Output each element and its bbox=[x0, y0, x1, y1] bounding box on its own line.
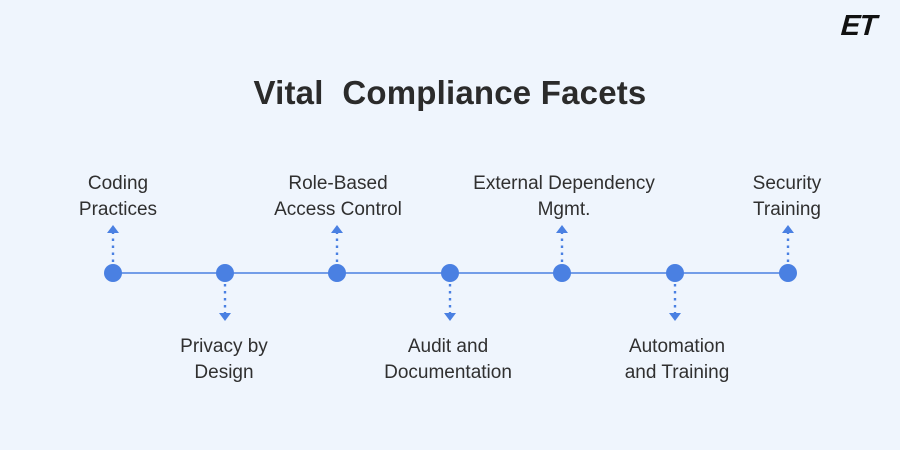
timeline-node-label: Coding Practices bbox=[78, 173, 158, 220]
connector-arrowhead bbox=[107, 225, 119, 233]
timeline-node-label: External Dependency Mgmt. bbox=[473, 173, 655, 220]
page-title: Vital Compliance Facets bbox=[253, 74, 647, 111]
connector-arrowhead bbox=[331, 225, 343, 233]
timeline-node-label: Role-Based Access Control bbox=[274, 173, 402, 220]
connector-arrowhead bbox=[669, 313, 681, 321]
timeline-node-dot[interactable] bbox=[553, 264, 571, 282]
timeline-node-dot[interactable] bbox=[441, 264, 459, 282]
connector-arrowhead bbox=[782, 225, 794, 233]
timeline-node-label: Security Training bbox=[752, 173, 822, 220]
timeline-node-label: Privacy by Design bbox=[180, 336, 268, 383]
timeline-node-label: Audit and Documentation bbox=[384, 336, 512, 383]
timeline-node-dot[interactable] bbox=[666, 264, 684, 282]
timeline-node-dot[interactable] bbox=[216, 264, 234, 282]
connector-arrowhead bbox=[556, 225, 568, 233]
timeline-node-label: Automation and Training bbox=[624, 336, 730, 383]
timeline-node-dot[interactable] bbox=[328, 264, 346, 282]
connector-arrowhead bbox=[444, 313, 456, 321]
timeline-nodes bbox=[104, 264, 797, 282]
connector-arrowhead bbox=[219, 313, 231, 321]
timeline-node-dot[interactable] bbox=[104, 264, 122, 282]
et-logo: ET bbox=[839, 10, 878, 42]
timeline-node-dot[interactable] bbox=[779, 264, 797, 282]
